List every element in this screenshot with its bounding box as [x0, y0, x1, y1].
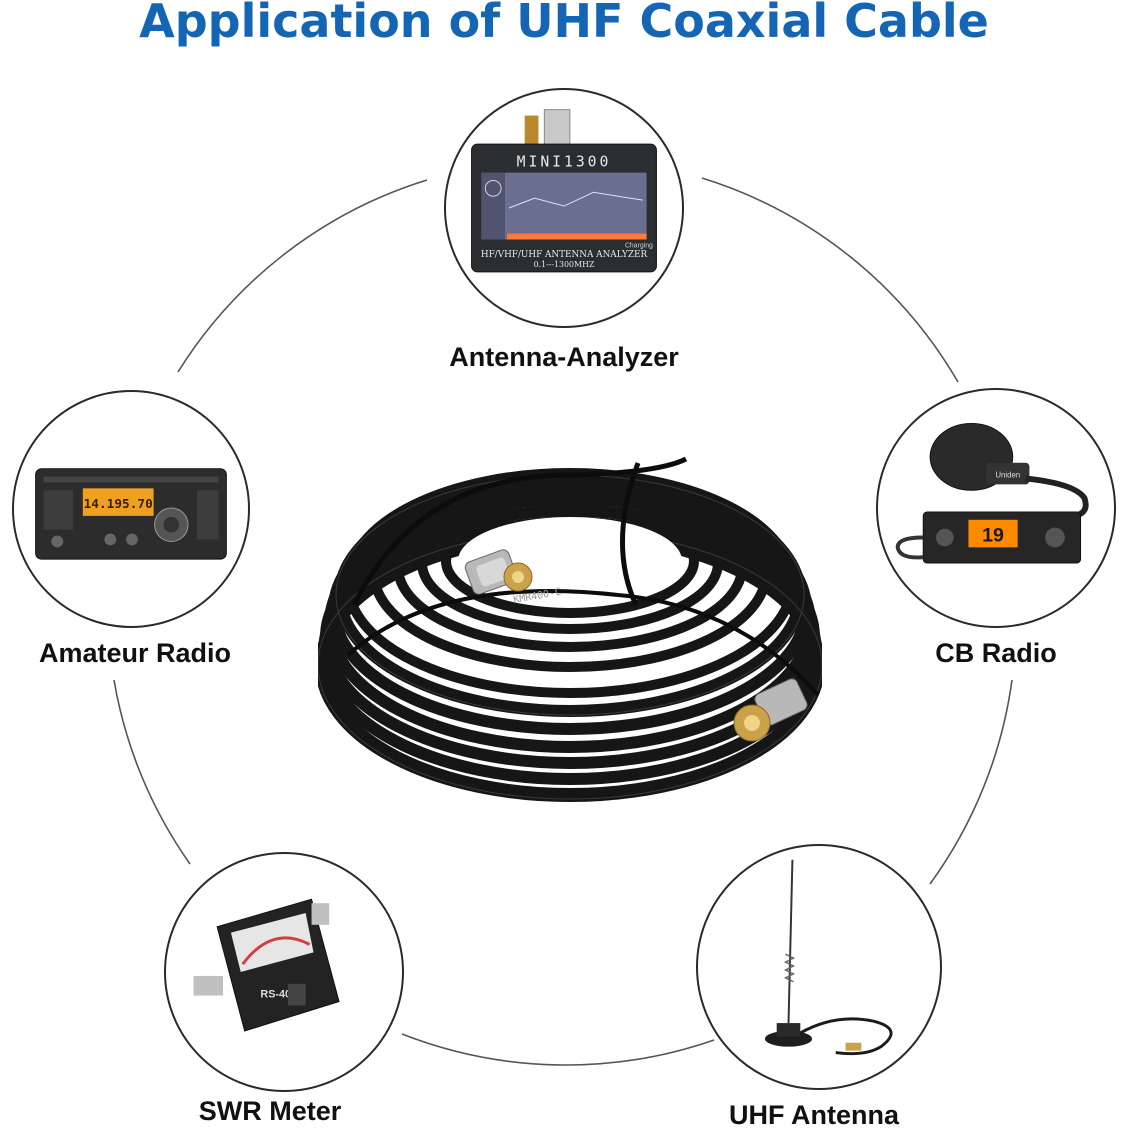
analyzer-status-text: Charging: [625, 242, 653, 249]
analyzer-brand-text: MINI1300: [517, 154, 612, 171]
swr-model-text: RS-40: [260, 989, 291, 1001]
cb-radio-node: Uniden 19: [876, 388, 1116, 628]
ring-arc-bottom: [401, 1033, 715, 1066]
cb-mic-brand: Uniden: [995, 471, 1020, 480]
ring-arc-right: [929, 679, 1013, 885]
antenna-analyzer-icon: MINI1300 Charging HF/VHF/UHF ANTENNA ANA…: [471, 109, 657, 273]
amateur-radio-label: Amateur Radio: [38, 638, 232, 668]
antenna-analyzer-label: Antenna-Analyzer: [449, 342, 679, 372]
antenna-analyzer-node: MINI1300 Charging HF/VHF/UHF ANTENNA ANA…: [444, 88, 684, 328]
uhf-antenna-node: [696, 844, 942, 1090]
amateur-radio-icon: 14.195.70: [35, 468, 227, 560]
pl259-connector-top: [464, 549, 533, 595]
ring-arc-top-left: [177, 179, 428, 373]
analyzer-caption-1: HF/VHF/UHF ANTENNA ANALYZER: [481, 250, 648, 260]
cb-radio-label: CB Radio: [935, 638, 1057, 668]
analyzer-caption-2: 0.1---1300MHZ: [534, 260, 595, 269]
swr-meter-node: RS-40: [164, 852, 404, 1092]
coaxial-cable-coil: KMR400-C: [318, 456, 822, 802]
amateur-radio-display: 14.195.70: [84, 497, 153, 512]
amateur-radio-node: 14.195.70: [12, 390, 250, 628]
cb-radio-display: 19: [982, 524, 1004, 546]
page-title: Application of UHF Coaxial Cable: [139, 0, 989, 48]
ring-arc-top-right: [701, 177, 959, 383]
ring-arc-left: [113, 679, 191, 865]
uhf-antenna-label: UHF Antenna: [729, 1100, 899, 1130]
uhf-antenna-icon: [764, 859, 893, 1056]
swr-meter-label: SWR Meter: [198, 1096, 342, 1126]
cb-radio-icon: Uniden 19: [895, 422, 1089, 564]
pl259-connector-bottom: [733, 678, 808, 742]
swr-meter-icon: RS-40: [193, 898, 340, 1032]
